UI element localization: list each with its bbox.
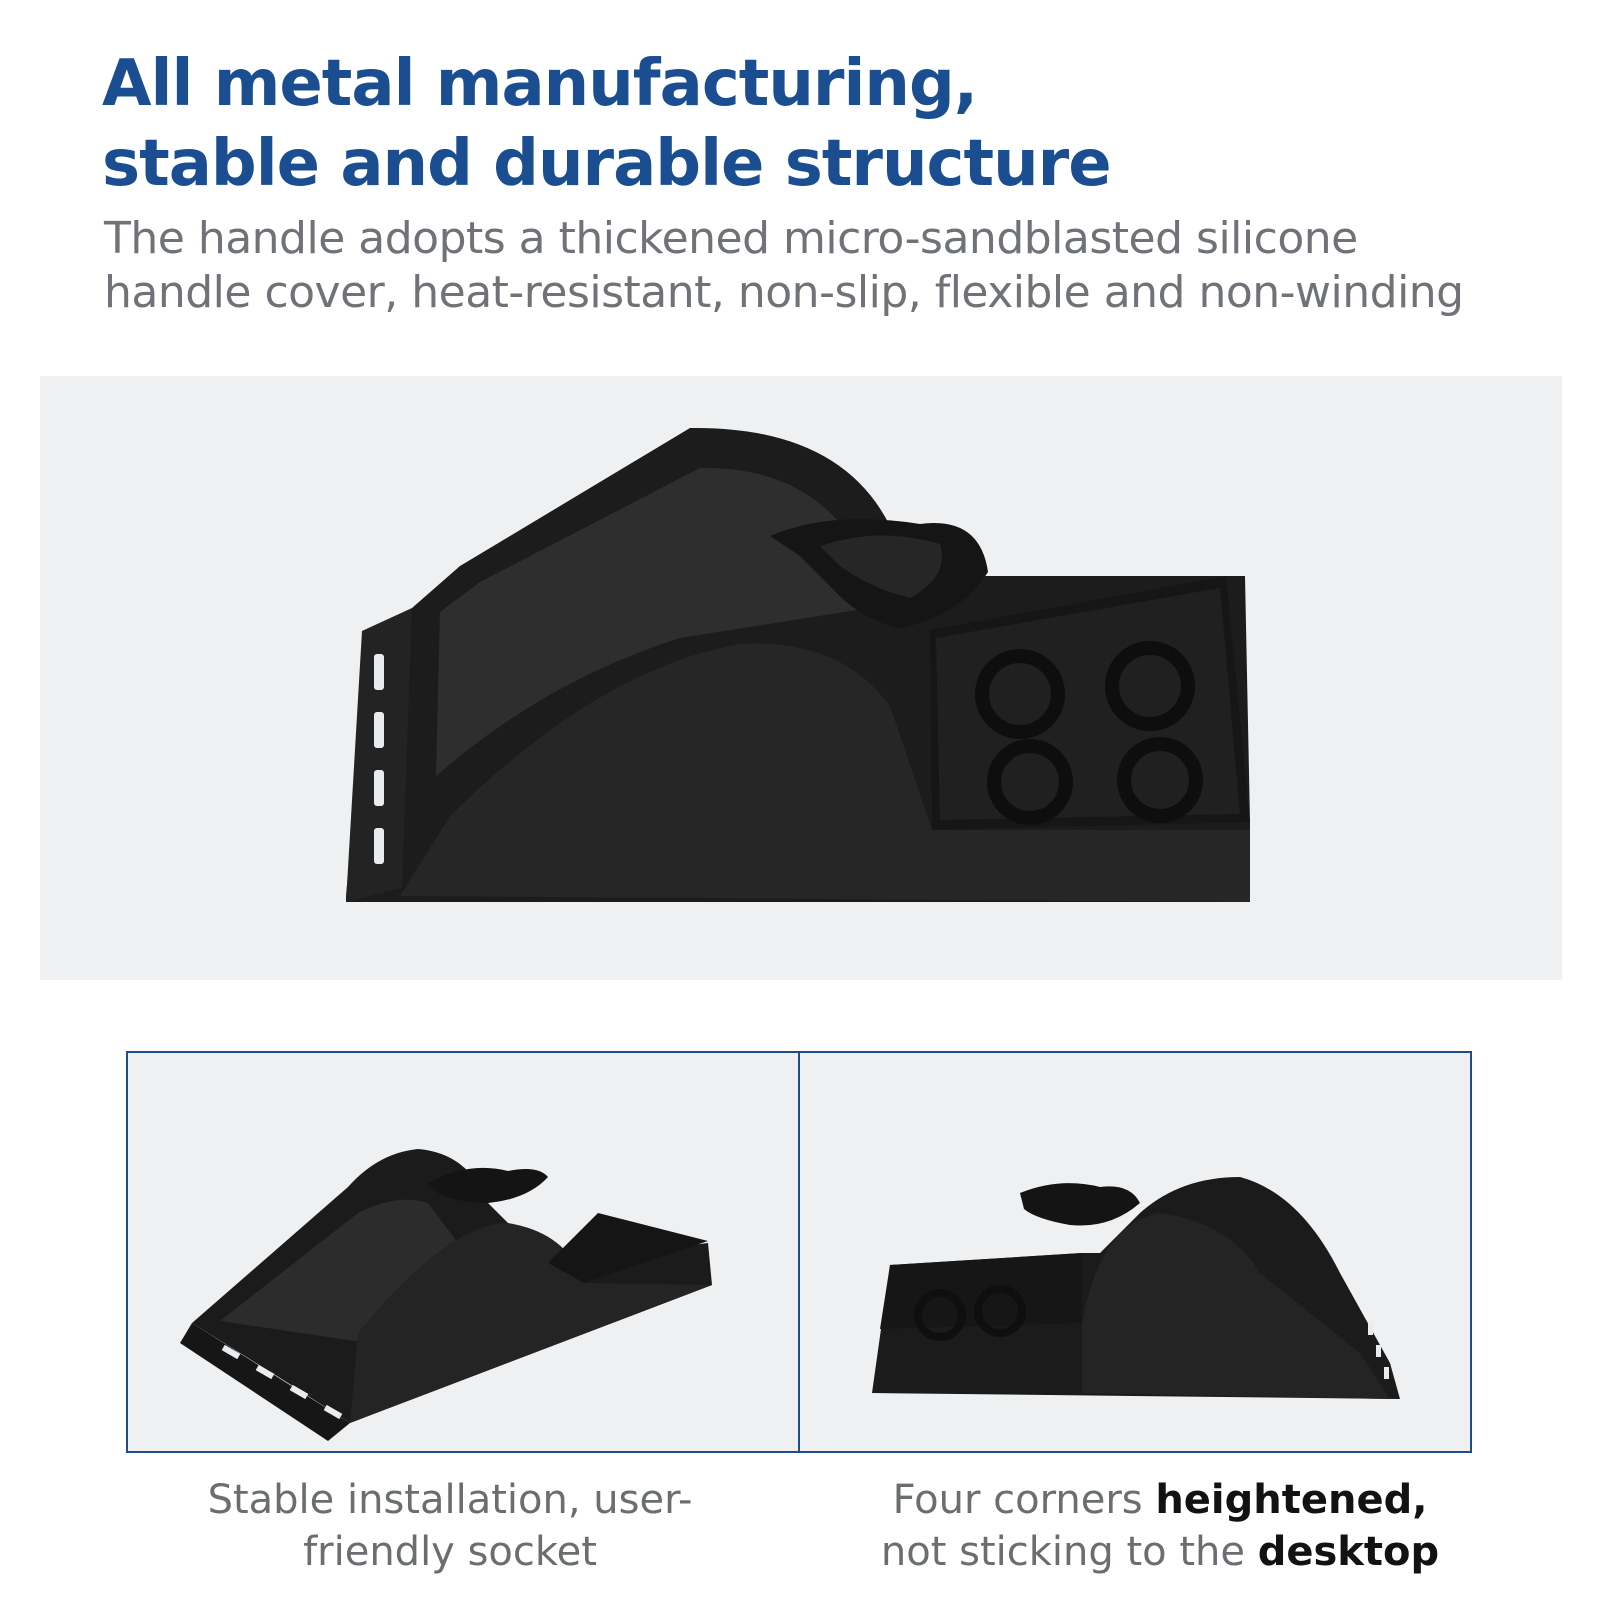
panel-installation-view bbox=[128, 1053, 798, 1451]
caption-corners-line-1: Four corners heightened, bbox=[850, 1474, 1470, 1526]
detail-panels bbox=[126, 1051, 1472, 1453]
panel-corners-view bbox=[798, 1053, 1470, 1451]
stand-front-face bbox=[400, 643, 1250, 902]
caption-installation-line-2: friendly socket bbox=[303, 1529, 597, 1575]
stand-fin bbox=[346, 608, 412, 902]
caption-corners-line-2-bold: desktop bbox=[1257, 1529, 1440, 1575]
stand-rear-view-illustration bbox=[872, 1177, 1400, 1399]
caption-installation-line-1: Stable installation, user- bbox=[207, 1477, 693, 1523]
description-line-2: handle cover, heat-resistant, non-slip, … bbox=[104, 267, 1464, 318]
headline: All metal manufacturing, stable and dura… bbox=[102, 44, 1112, 204]
stand-opening bbox=[436, 467, 882, 776]
soldering-stand-front-illustration bbox=[346, 427, 1250, 902]
hero-product-photo bbox=[40, 376, 1562, 980]
caption-corners: Four corners heightened, not sticking to… bbox=[850, 1474, 1470, 1578]
caption-corners-line-1-regular: Four corners bbox=[892, 1477, 1156, 1523]
caption-corners-line-2: not sticking to the desktop bbox=[850, 1526, 1470, 1578]
description-line-1: The handle adopts a thickened micro-sand… bbox=[104, 213, 1358, 264]
headline-line-2: stable and durable structure bbox=[102, 127, 1112, 201]
headline-line-1: All metal manufacturing, bbox=[102, 47, 978, 121]
caption-installation: Stable installation, user- friendly sock… bbox=[140, 1474, 760, 1578]
caption-corners-line-2-regular: not sticking to the bbox=[880, 1529, 1258, 1575]
caption-corners-line-1-bold: heightened, bbox=[1155, 1477, 1428, 1523]
stand-angled-view-illustration bbox=[180, 1149, 712, 1441]
description: The handle adopts a thickened micro-sand… bbox=[104, 212, 1464, 320]
